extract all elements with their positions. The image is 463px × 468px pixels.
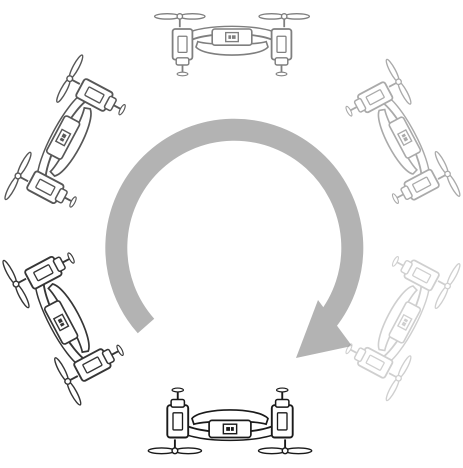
quadcopter-drone-icon bbox=[147, 387, 313, 455]
quadcopter-drone-icon bbox=[153, 12, 311, 77]
rotation-arrow-icon bbox=[105, 118, 364, 358]
